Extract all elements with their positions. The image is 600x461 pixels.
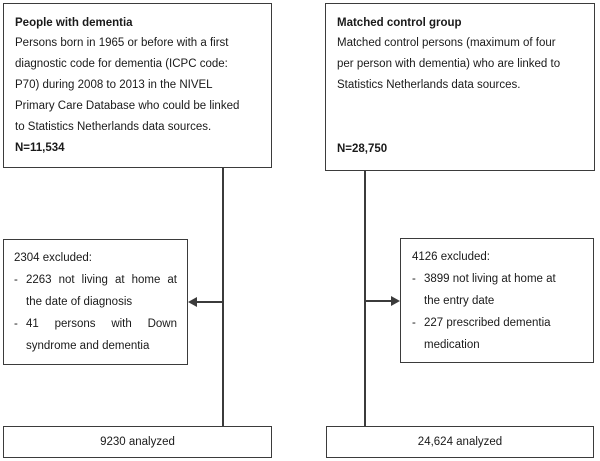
- dementia-cohort-description-line-1: Persons born in 1965 or before with a fi…: [15, 37, 229, 49]
- dementia-exclusion-item-2-line-2: syndrome and dementia: [26, 340, 150, 352]
- control-exclusion-item-1-dash: -: [412, 273, 416, 285]
- dementia-connector-line: [222, 168, 224, 426]
- dementia-exclusion-item-1-line-2: the date of diagnosis: [26, 296, 133, 308]
- control-exclusion-item-1-line-1: 3899 not living at home at: [424, 273, 556, 285]
- dementia-cohort-description-line-4: Primary Care Database who could be linke…: [15, 100, 240, 112]
- dementia-cohort-box: People with dementia Persons born in 196…: [3, 3, 272, 168]
- dementia-exclusion-item-1-line-1: 2263 not living at home at: [26, 274, 177, 286]
- dementia-exclusion-header: 2304 excluded:: [14, 252, 93, 264]
- control-exclusion-item-1-line-2: the entry date: [424, 295, 495, 307]
- dementia-cohort-description-line-2: diagnostic code for dementia (ICPC code:: [15, 58, 228, 70]
- dementia-cohort-n-label: N=11,534: [15, 142, 65, 154]
- dementia-analyzed-box: 9230 analyzed: [3, 426, 272, 458]
- dementia-exclusion-arrowhead: [188, 297, 197, 307]
- control-cohort-n-label: N=28,750: [337, 143, 388, 155]
- control-connector-line: [364, 171, 366, 426]
- dementia-exclusion-item-1-dash: -: [14, 274, 18, 286]
- dementia-exclusion-box: 2304 excluded: - 2263 not living at home…: [3, 239, 188, 365]
- control-exclusion-item-2: - 227 prescribed dementia medication: [412, 312, 583, 356]
- control-exclusion-item-2-line-1: 227 prescribed dementia: [424, 317, 551, 329]
- dementia-exclusion-item-2: - 41 persons with Down syndrome and deme…: [14, 313, 177, 357]
- control-analyzed-label: 24,624 analyzed: [417, 436, 503, 448]
- control-exclusion-item-2-line-2: medication: [424, 339, 480, 351]
- control-cohort-heading: Matched control group: [337, 17, 462, 29]
- dementia-cohort-heading: People with dementia: [15, 17, 133, 29]
- dementia-cohort-description-line-3: P70) during 2008 to 2013 in the NIVEL: [15, 79, 213, 91]
- control-exclusion-arrowhead: [391, 296, 400, 306]
- control-exclusion-box: 4126 excluded: - 3899 not living at home…: [400, 238, 594, 363]
- dementia-exclusion-arrow-line: [196, 301, 223, 303]
- dementia-exclusion-item-1: - 2263 not living at home at the date of…: [14, 269, 177, 313]
- control-exclusion-header: 4126 excluded:: [412, 251, 491, 263]
- control-analyzed-box: 24,624 analyzed: [326, 426, 594, 458]
- dementia-analyzed-label: 9230 analyzed: [100, 436, 175, 448]
- control-cohort-description-line-3: Statistics Netherlands data sources.: [337, 79, 521, 91]
- control-cohort-description-line-2: per person with dementia) who are linked…: [337, 58, 561, 70]
- control-exclusion-item-1: - 3899 not living at home at the entry d…: [412, 268, 583, 312]
- control-exclusion-item-2-dash: -: [412, 317, 416, 329]
- control-exclusion-arrow-line: [366, 300, 392, 302]
- dementia-exclusion-item-2-line-1: 41 persons with Down: [26, 318, 177, 330]
- dementia-exclusion-item-2-dash: -: [14, 318, 18, 330]
- control-cohort-description-line-1: Matched control persons (maximum of four: [337, 37, 556, 49]
- control-cohort-box: Matched control group Matched control pe…: [325, 3, 595, 171]
- dementia-cohort-description-line-5: to Statistics Netherlands data sources.: [15, 121, 212, 133]
